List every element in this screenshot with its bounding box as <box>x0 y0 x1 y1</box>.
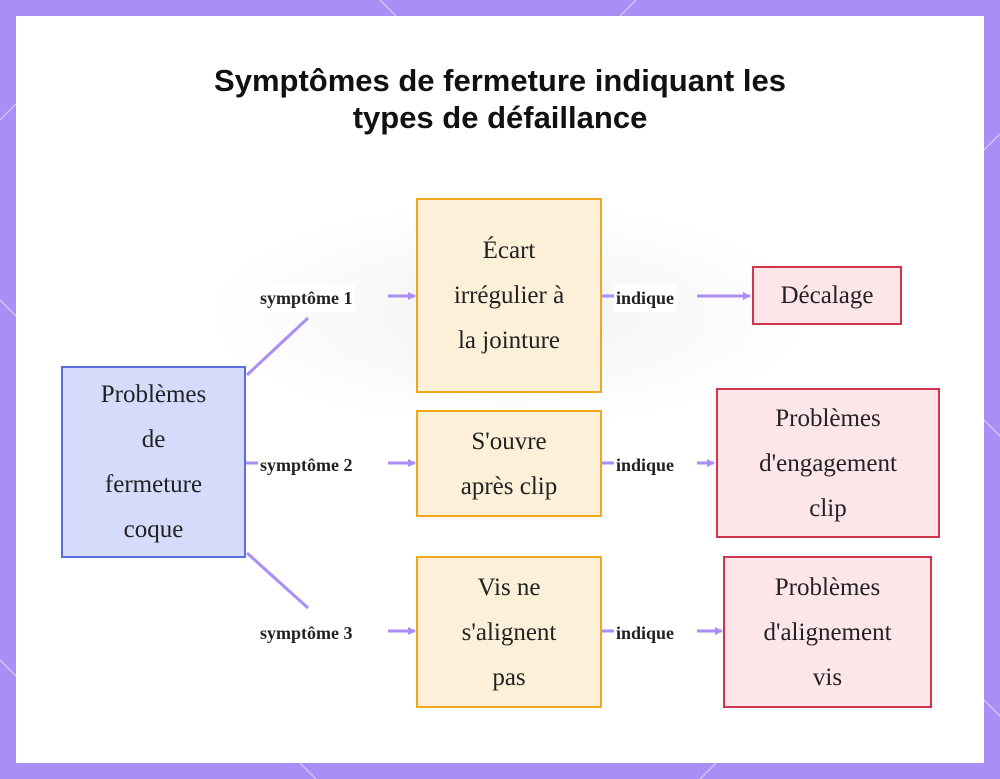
node-symptom-3-label: Vis ne s'alignent pas <box>461 573 557 691</box>
node-failure-1[interactable]: Décalage <box>752 266 902 325</box>
edge-label-symptom-1: symptôme 1 <box>258 284 355 312</box>
node-symptom-2-label: S'ouvre après clip <box>460 427 558 500</box>
edge-root-s3 <box>245 551 310 610</box>
node-failure-3-label: Problèmes d'alignement vis <box>763 573 892 691</box>
edge-label-symptom-3: symptôme 3 <box>258 619 355 647</box>
edge-root-s1 <box>245 316 310 377</box>
edge-label-symptom-2: symptôme 2 <box>258 451 355 479</box>
node-symptom-1-label: Écart irrégulier à la jointure <box>453 237 565 354</box>
node-symptom-2[interactable]: S'ouvre après clip <box>416 410 602 517</box>
node-failure-2[interactable]: Problèmes d'engagement clip <box>716 388 940 538</box>
edge-label-indique-2: indique <box>614 451 677 479</box>
node-symptom-3[interactable]: Vis ne s'alignent pas <box>416 556 602 708</box>
node-failure-2-label: Problèmes d'engagement clip <box>759 404 897 522</box>
title-line-2: types de défaillance <box>352 100 648 135</box>
node-failure-1-label: Décalage <box>780 282 874 309</box>
node-root-label: Problèmes de fermeture coque <box>100 381 207 543</box>
node-failure-3[interactable]: Problèmes d'alignement vis <box>723 556 932 708</box>
edge-label-indique-1: indique <box>614 284 677 312</box>
diagram-title: Symptômes de fermeture indiquant les typ… <box>0 62 1000 136</box>
title-line-1: Symptômes de fermeture indiquant les <box>214 63 786 98</box>
node-symptom-1[interactable]: Écart irrégulier à la jointure <box>416 198 602 393</box>
node-root[interactable]: Problèmes de fermeture coque <box>61 366 246 558</box>
edge-label-indique-3: indique <box>614 619 677 647</box>
